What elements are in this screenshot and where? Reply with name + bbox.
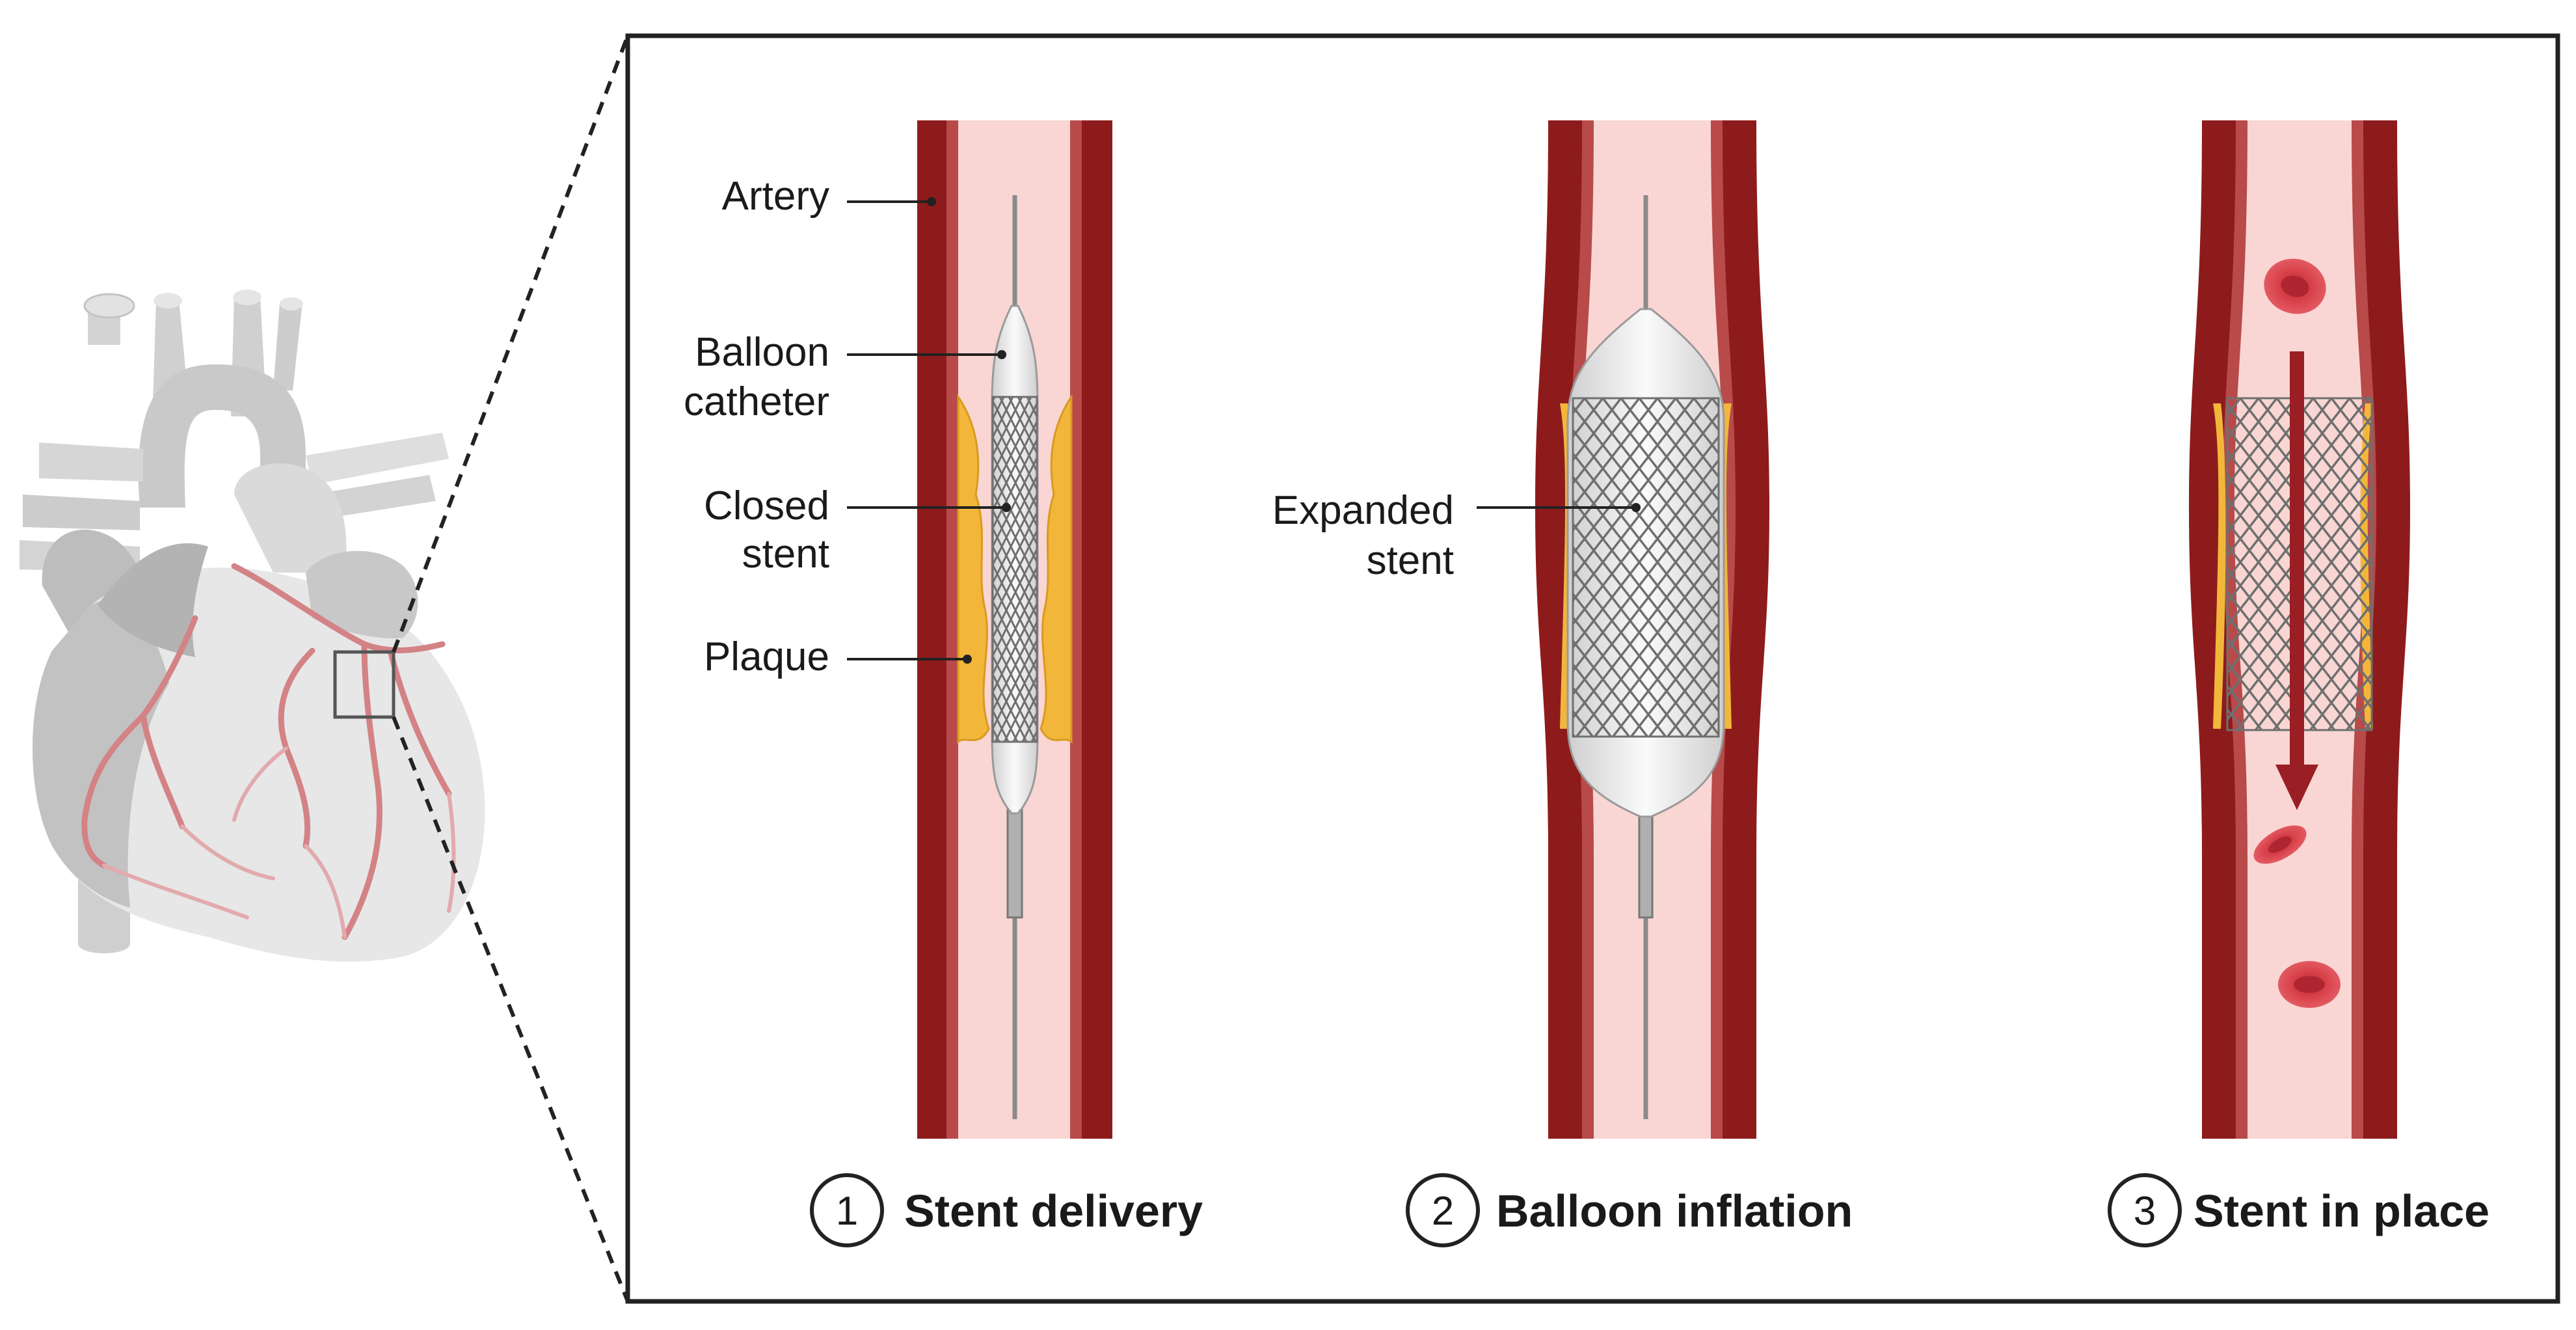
label-balloon-catheter: Balloon catheter: [684, 330, 1006, 424]
svg-text:Artery: Artery: [722, 174, 829, 219]
expanded-stent: [1572, 397, 1720, 738]
step-2-caption: 2 Balloon inflation: [1406, 1173, 1853, 1247]
svg-text:stent: stent: [742, 532, 829, 577]
plaque-right: [1040, 394, 1073, 744]
svg-text:Expanded: Expanded: [1272, 488, 1454, 533]
svg-text:3: 3: [2134, 1189, 2156, 1234]
svg-text:Stent in place: Stent in place: [2194, 1186, 2489, 1236]
step-1-caption: 1 Stent delivery: [810, 1173, 1203, 1247]
red-blood-cell-icon: [2264, 258, 2326, 314]
zoom-line-top: [392, 34, 630, 653]
heart-illustration: [20, 290, 485, 962]
artery-panel-2: [1535, 120, 1769, 1139]
red-blood-cell-icon-2: [2253, 825, 2307, 864]
svg-text:Plaque: Plaque: [704, 634, 829, 679]
closed-stent: [991, 396, 1038, 743]
svg-text:Balloon: Balloon: [695, 330, 829, 375]
svg-text:Balloon inflation: Balloon inflation: [1496, 1186, 1853, 1236]
label-closed-stent: Closed stent: [704, 483, 1011, 577]
label-plaque: Plaque: [704, 634, 972, 679]
svg-text:stent: stent: [1367, 538, 1454, 583]
svg-text:1: 1: [836, 1189, 858, 1234]
svg-text:2: 2: [1432, 1189, 1454, 1234]
label-expanded-stent: Expanded stent: [1272, 488, 1641, 583]
zoom-line-bottom: [392, 716, 630, 1303]
artery-panel-3: [2189, 120, 2410, 1139]
label-artery: Artery: [722, 174, 936, 219]
step-3-caption: 3 Stent in place: [2108, 1173, 2489, 1247]
svg-text:Stent delivery: Stent delivery: [904, 1186, 1203, 1236]
artery-panel-1: [917, 120, 1112, 1139]
svg-text:Closed: Closed: [704, 483, 829, 528]
blood-flow-arrow-icon: [2275, 351, 2318, 810]
svg-text:catheter: catheter: [684, 379, 829, 424]
red-blood-cell-icon-3: [2278, 961, 2341, 1008]
